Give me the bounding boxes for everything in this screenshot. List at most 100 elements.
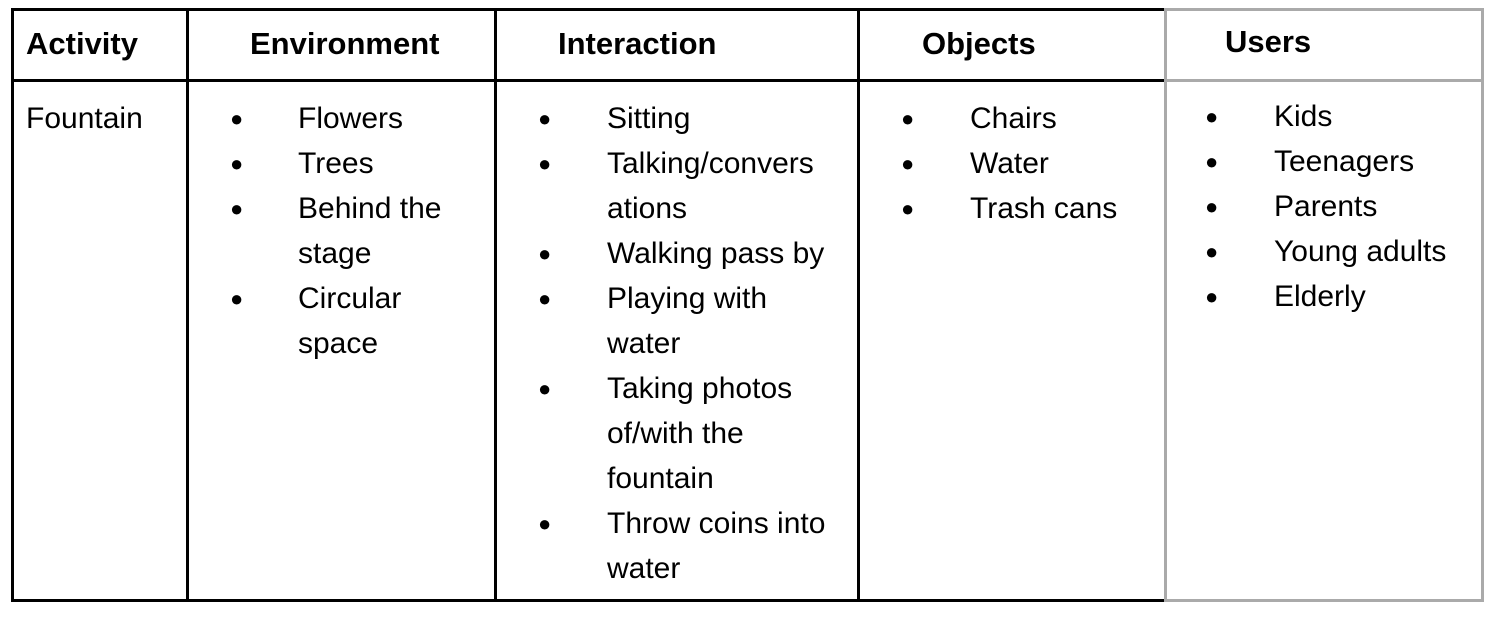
bullet-icon: ●	[1205, 284, 1219, 309]
list-item: ● Trees	[230, 141, 490, 186]
bullet-icon: ●	[901, 196, 915, 221]
cell-objects: ● Chairs ● Water ● Trash cans	[901, 82, 1163, 231]
bullet-icon: ●	[230, 196, 244, 221]
cell-users: ●Kids ●Teenagers ●Parents ●Young adults …	[1205, 80, 1480, 319]
list-item-text: Water	[970, 147, 1049, 180]
list-item: ● Talking/convers	[538, 141, 856, 186]
bullet-icon: ●	[538, 511, 552, 536]
list-item-text: Young adults	[1274, 235, 1447, 268]
list-item-continuation: ations	[538, 186, 856, 231]
header-environment: Environment	[250, 8, 439, 80]
list-item-text: water	[607, 327, 681, 360]
bullet-icon: ●	[1205, 149, 1219, 174]
list-item-continuation: space	[230, 321, 490, 366]
list-item-text: Behind the	[298, 192, 442, 225]
list-item-continuation: fountain	[538, 456, 856, 501]
list-item-text: Teenagers	[1274, 145, 1415, 178]
list-item-continuation: water	[538, 321, 856, 366]
bullet-icon: ●	[230, 106, 244, 131]
list-item: ● Flowers	[230, 96, 490, 141]
header-objects: Objects	[922, 8, 1036, 80]
bullet-icon: ●	[538, 151, 552, 176]
bullet-icon: ●	[1205, 194, 1219, 219]
list-item: ● Parents	[1205, 184, 1480, 229]
header-users: Users	[1225, 6, 1311, 78]
bullet-icon: ●	[230, 286, 244, 311]
header-users-label: Users	[1225, 24, 1312, 59]
bullet-icon: ●	[538, 376, 552, 401]
list-item-text: space	[298, 327, 379, 360]
bullet-icon: ●	[1205, 104, 1219, 129]
list-item: ● Trash cans	[901, 186, 1163, 231]
list-item-text: Flowers	[298, 102, 404, 135]
column-divider-1	[186, 8, 189, 602]
list-item-text: Throw coins into	[607, 507, 826, 540]
list-item-continuation: water	[538, 546, 856, 591]
objects-list: ● Chairs ● Water ● Trash cans	[901, 82, 1163, 231]
table-bottom-border	[11, 599, 1168, 602]
list-item-text: Trees	[298, 147, 374, 180]
list-item-text: ations	[607, 192, 688, 225]
list-item-continuation: stage	[230, 231, 490, 276]
list-item: ● Kids	[1205, 94, 1480, 139]
cell-interaction: ●Sitting ● Talking/convers ations ● Walkin…	[538, 82, 856, 591]
list-item: ● Circular	[230, 276, 490, 321]
list-item: ● Taking photos	[538, 366, 856, 411]
header-interaction-label: Interaction	[558, 26, 717, 61]
list-item: ● Teenagers	[1205, 139, 1480, 184]
header-environment-label: Environment	[250, 26, 440, 61]
header-objects-label: Objects	[922, 26, 1036, 61]
bullet-icon: ●	[538, 241, 552, 266]
table-right-border	[1481, 8, 1484, 602]
cell-activity: Fountain	[26, 82, 143, 141]
column-divider-2	[494, 8, 497, 602]
header-divider	[11, 79, 1168, 82]
activity-value: Fountain	[26, 102, 143, 135]
column-divider-3	[857, 8, 860, 602]
list-item-text: water	[607, 552, 681, 585]
list-item-text: Taking photos	[607, 372, 793, 405]
list-item-text: Kids	[1274, 100, 1333, 133]
cell-environment: ● Flowers ● Trees ● Behind the stage ● Circu…	[230, 82, 490, 366]
list-item: ● Behind the	[230, 186, 490, 231]
table-top-border-users	[1166, 8, 1484, 11]
list-item-text: of/with the	[607, 417, 744, 450]
list-item: ● Young adults	[1205, 229, 1480, 274]
list-item-text: Playing with	[607, 282, 768, 315]
header-interaction: Interaction	[558, 8, 716, 80]
list-item: ● Chairs	[901, 96, 1163, 141]
bullet-icon: ●	[901, 151, 915, 176]
users-list: ●Kids ●Teenagers ●Parents ●Young adults …	[1205, 80, 1480, 319]
data-table: Activity Environment Interaction Objects…	[11, 8, 1484, 602]
header-activity-label: Activity	[26, 26, 138, 61]
list-item: ● Water	[901, 141, 1163, 186]
bullet-icon: ●	[901, 106, 915, 131]
list-item-text: stage	[298, 237, 372, 270]
table-top-border	[11, 8, 1168, 11]
table-left-border	[11, 8, 14, 602]
list-item: ●Sitting	[538, 96, 856, 141]
column-divider-4	[1164, 8, 1167, 602]
list-item: ● Playing with	[538, 276, 856, 321]
list-item-text: Trash cans	[970, 192, 1118, 225]
environment-list: ● Flowers ● Trees ● Behind the stage ● Circu…	[230, 82, 490, 366]
list-item: ● Walking pass by	[538, 231, 856, 276]
list-item-text: fountain	[607, 462, 714, 495]
bullet-icon: ●	[538, 286, 552, 311]
list-item-text: Circular	[298, 282, 402, 315]
bullet-icon: ●	[1205, 239, 1219, 264]
bullet-icon: ●	[230, 151, 244, 176]
bullet-icon: ●	[538, 106, 552, 131]
list-item-text: Parents	[1274, 190, 1378, 223]
list-item-text: Elderly	[1274, 280, 1366, 313]
interaction-list: ●Sitting ● Talking/convers ations ● Walkin…	[538, 82, 856, 591]
list-item-text: Talking/convers	[607, 147, 814, 180]
list-item-continuation: of/with the	[538, 411, 856, 456]
table-bottom-border-users	[1166, 599, 1484, 602]
list-item: ● Throw coins into	[538, 501, 856, 546]
header-activity: Activity	[26, 8, 138, 80]
list-item-text: Walking pass by	[607, 237, 825, 270]
header-divider-users	[1166, 79, 1484, 82]
list-item: ● Elderly	[1205, 274, 1480, 319]
list-item-text: Chairs	[970, 102, 1057, 135]
